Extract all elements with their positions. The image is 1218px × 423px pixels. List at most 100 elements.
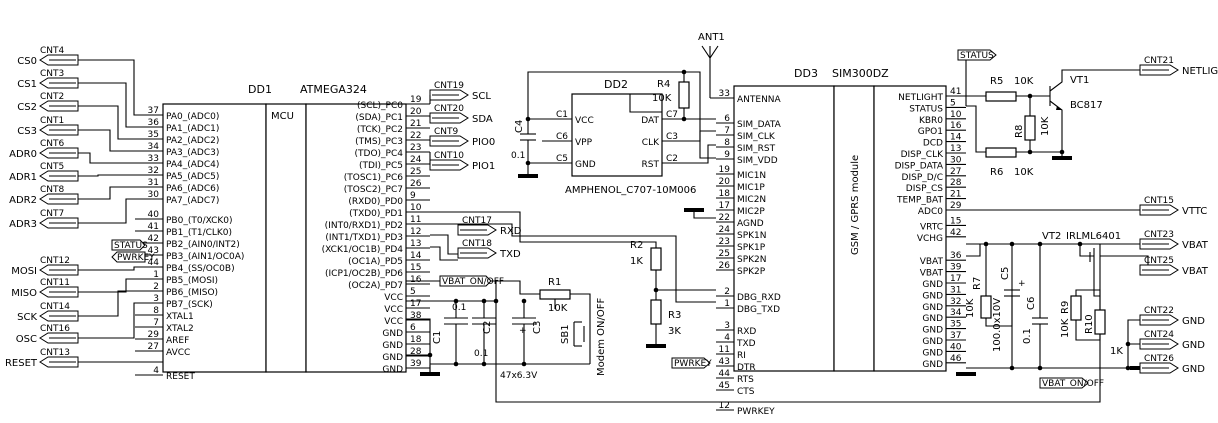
pin-name: MIC1P — [737, 183, 765, 193]
pin-name: PB3_(AIN1/OC0A) — [166, 252, 244, 262]
svg-text:STATUS: STATUS — [960, 51, 994, 61]
connector-net: MOSI — [11, 266, 37, 277]
pin-name: SIM_VDD — [737, 156, 778, 166]
connector-ref: CNT13 — [40, 348, 70, 358]
pin-name: STATUS — [909, 104, 943, 114]
connector-net: SCK — [17, 312, 37, 323]
connector-ref: CNT20 — [434, 104, 464, 114]
connector-ref: CNT10 — [434, 151, 464, 161]
pin-name: VBAT — [920, 269, 944, 279]
connector-net: CS0 — [17, 56, 37, 67]
pin-name: VCC — [384, 317, 403, 327]
pin-number: 26 — [410, 179, 422, 189]
pin-name: (INT1/TXD1)_PD3 — [325, 233, 403, 243]
pin-number: 11 — [410, 215, 421, 225]
r10-value: 1K — [1110, 346, 1123, 357]
pin-name: ADC0 — [918, 207, 943, 217]
pin-name: MIC2P — [737, 207, 765, 217]
vt1-part: BC817 — [1070, 100, 1103, 111]
pin-number: 22 — [719, 213, 730, 223]
mcu-ref: DD1 — [248, 83, 272, 96]
pin-number: 33 — [148, 154, 159, 164]
pin-number: 9 — [724, 150, 730, 160]
pin-number: 42 — [950, 228, 961, 238]
pin-name: NETLIGHT — [898, 93, 943, 103]
connector-ref: CNT22 — [1144, 306, 1174, 316]
pin-number: 6 — [724, 114, 730, 124]
pin-name: AREF — [166, 336, 189, 346]
svg-text:PWRKEY: PWRKEY — [674, 359, 712, 369]
pin-number: 7 — [153, 318, 159, 328]
pin-number: 38 — [410, 311, 422, 321]
connector-ref: CNT11 — [40, 278, 70, 288]
svg-text:+: + — [1018, 279, 1026, 289]
pin-name: (TXD0)_PD1 — [349, 209, 403, 219]
connector-net: RESET — [5, 358, 38, 369]
connector-net: GND — [1182, 316, 1205, 327]
pin-name: GPO1 — [918, 127, 943, 137]
pin-number: 12 — [410, 227, 421, 237]
c4-ref: C4 — [514, 120, 525, 133]
pin-name: PB7_(SCK) — [166, 300, 213, 310]
connector-net: SCL — [472, 91, 491, 102]
pin-name: VPP — [575, 138, 593, 148]
pin-name: SPK1N — [737, 231, 767, 241]
pin-name: RXD — [737, 327, 756, 337]
pin-name: MIC2N — [737, 195, 766, 205]
mid-connectors: CNT19SCLCNT20SDACNT9PIO0CNT10PIO1CNT17RX… — [429, 81, 522, 260]
r2-ref: R2 — [630, 240, 643, 251]
connector-ref: CNT8 — [40, 185, 65, 195]
pin-name: SIM_RST — [737, 144, 776, 154]
sb1-label: Modem ON/OFF — [596, 297, 607, 376]
pin-number: 30 — [148, 190, 160, 200]
pin-name: (XCK1/OC1B)_PD4 — [322, 245, 404, 255]
pin-number: 17 — [950, 274, 961, 284]
sim-body — [571, 93, 663, 177]
pin-name: XTAL2 — [166, 324, 194, 334]
connector-net: OSC — [16, 334, 37, 345]
pin-number: 35 — [950, 320, 961, 330]
pin-number: 24 — [410, 155, 422, 165]
pin-name: GND — [575, 160, 596, 170]
connector-net: ADR3 — [9, 219, 37, 230]
pin-number: 27 — [148, 342, 159, 352]
gsm-left-wiring: R2 1K R3 3K — [406, 208, 716, 348]
pin-name: (TMS)_PC3 — [355, 137, 403, 147]
pin-number: 29 — [950, 201, 962, 211]
connector-ref: CNT21 — [1144, 56, 1174, 66]
connector-ref: CNT5 — [40, 162, 64, 172]
connector-net: ADR2 — [9, 195, 37, 206]
connector-ref: CNT4 — [40, 46, 65, 56]
connector-ref: CNT15 — [1144, 196, 1174, 206]
pin-number: 44 — [148, 258, 160, 268]
gsm-left-pins: 33ANTENNA6SIM_DATA7SIM_CLK8SIM_RST9SIM_V… — [716, 89, 782, 417]
pin-number: 13 — [950, 144, 961, 154]
pin-name: CLK — [642, 138, 660, 148]
r4-ref: R4 — [657, 79, 670, 90]
svg-text:VBAT_ON/OFF: VBAT_ON/OFF — [1042, 379, 1104, 389]
pin-number: 25 — [719, 249, 730, 259]
pin-name: VCC — [575, 116, 594, 126]
connector-ref: CNT1 — [40, 116, 64, 126]
vt2-ref: VT2 — [1042, 231, 1061, 242]
pin-number: 23 — [719, 237, 730, 247]
connector-ref: CNT18 — [462, 239, 492, 249]
pin-name: GND — [922, 348, 943, 358]
c3-value: 47x6.3V — [500, 371, 538, 381]
connector-ref: CNT26 — [1144, 354, 1174, 364]
pin-name: RTS — [737, 375, 754, 385]
pin-number: 33 — [719, 89, 730, 99]
right-connectors: CNT21NETLIGHTCNT15VTTCCNT23VBATCNT25VBAT… — [1139, 56, 1218, 375]
pin-number: 25 — [410, 167, 421, 177]
connector-net: VBAT — [1182, 266, 1209, 277]
